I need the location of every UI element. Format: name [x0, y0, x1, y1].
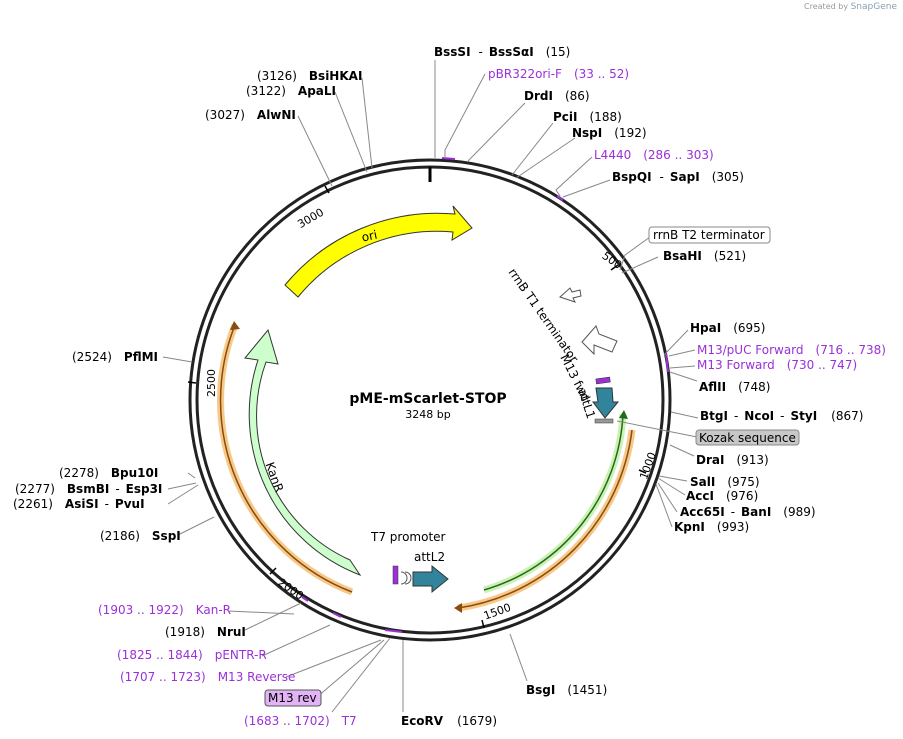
label-m13-forward: M13 Forward(730 .. 747) [697, 358, 857, 372]
tick-2500: 2500 [205, 369, 218, 397]
label-m13-reverse: (1707 .. 1723)M13 Reverse [120, 670, 295, 684]
label-rrnb-t2-terminator: rrnB T2 terminator [653, 228, 765, 242]
kozak-box [695, 429, 800, 446]
snapgene-brand: SnapGene [850, 2, 897, 12]
label-bsahi: BsaHI(521) [663, 249, 746, 263]
label-m13-rev: M13 rev [268, 691, 317, 705]
primer-ticks [301, 157, 669, 633]
plasmid-name: pME-mScarlet-STOP [349, 391, 506, 407]
label-bsihkai: (3126)BsiHKAI [257, 69, 362, 83]
label-bsssi: BssSI-BssSαI(15) [434, 45, 570, 59]
label-bsmbi: (2277)BsmBI-Esp3I [15, 482, 162, 496]
plasmid-backbone [188, 158, 672, 642]
snapgene-credit: Created by SnapGene [804, 2, 897, 12]
label-kan-r: (1903 .. 1922)Kan-R [98, 603, 231, 617]
label-bspqi: BspQI-SapI(305) [612, 170, 744, 184]
label-alwni: (3027)AlwNI [205, 108, 296, 122]
label-pflmi: (2524)PflMI [72, 350, 158, 364]
label-sali: SalI(975) [690, 475, 760, 489]
t7-promoter-label: T7 promoter [370, 530, 446, 544]
label-asisi: (2261)AsiSI-PvuI [13, 497, 145, 511]
tick-marks [187, 185, 647, 629]
m13-rev-box [264, 689, 322, 707]
kan-orf-arc [217, 321, 354, 596]
green-orf-arc [483, 410, 628, 594]
mscarlet-orf-arc [454, 429, 636, 613]
plasmid-length: 3248 bp [405, 408, 450, 421]
label-bpu10i: (2278)Bpu10I [59, 466, 158, 480]
label-m13-puc-forward: M13/pUC Forward(716 .. 738) [697, 343, 886, 357]
rrnb-t1-terminator-arrows [559, 287, 618, 356]
label-acc65i: Acc65I-BanI(989) [680, 505, 816, 519]
label-l4440: L4440(286 .. 303) [594, 148, 714, 162]
tick-3000: 3000 [295, 206, 326, 231]
label-nrui: (1918)NruI [165, 625, 246, 639]
label-acci: AccI(976) [686, 489, 758, 503]
attl2-feature [392, 564, 449, 594]
label-kozak-sequence: Kozak sequence [699, 431, 796, 445]
label-aflii: AflII(748) [699, 380, 770, 394]
ori-label: ori [360, 228, 378, 245]
leader-lines [162, 60, 699, 713]
label-btgi: BtgI-NcoI-StyI(867) [700, 409, 863, 423]
label-ecorv: EcoRV(1679) [401, 714, 497, 728]
label-pbr322ori-f: pBR322ori-F(33 .. 52) [488, 67, 629, 81]
credit-prefix: Created by [804, 2, 849, 11]
label-nspi: NspI(192) [572, 126, 647, 140]
label-kpni: KpnI(993) [674, 520, 749, 534]
rrnb-t1-terminator-label: rrnB T1 terminator [506, 266, 582, 366]
tick-2000: 2000 [275, 576, 305, 603]
attl1-feature [592, 376, 620, 424]
ori-feature: ori [284, 205, 473, 298]
label-sspi: (2186)SspI [100, 529, 181, 543]
label-t7: (1683 .. 1702)T7 [244, 714, 357, 728]
label-pentr-r: (1825 .. 1844)pENTR-R [117, 648, 267, 662]
label-pcii: PciI(188) [553, 110, 622, 124]
label-hpai: HpaI(695) [690, 321, 765, 335]
kanr-feature: KanR [244, 328, 362, 577]
label-bsgi: BsgI(1451) [526, 683, 607, 697]
label-apali: (3122)ApaLI [246, 84, 336, 98]
rrnb-t2-box [648, 226, 771, 244]
attl1-label: attL1 [575, 387, 598, 421]
tick-1000: 1000 [637, 450, 659, 481]
attl2-label: attL2 [414, 550, 445, 564]
label-drdi: DrdI(86) [524, 89, 590, 103]
label-drai: DraI(913) [696, 453, 769, 467]
